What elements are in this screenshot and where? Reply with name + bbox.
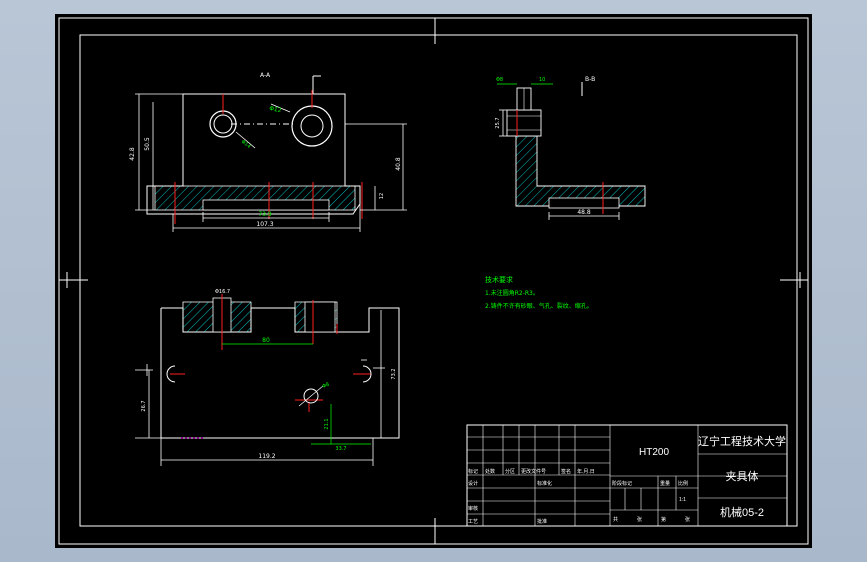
dim-hole-right: Φ12 — [269, 105, 283, 114]
dim-plan-top-d: Φ16.7 — [215, 289, 230, 295]
centering-marks — [59, 18, 808, 544]
dim-height-right: 40.8 — [395, 157, 402, 171]
front-hole-right — [291, 105, 333, 147]
tb-part-name: 夹具体 — [726, 469, 759, 483]
title-block: HT200 辽宁工程技术大学 夹具体 机械05-2 标记 处数 分区 更改文件号… — [466, 424, 788, 527]
dim-width-total: 107.3 — [256, 221, 273, 228]
tb-design-label: 设计 — [468, 480, 478, 487]
tb-row-label-2: 分区 — [505, 468, 515, 475]
tb-weight-label: 重量 — [660, 480, 670, 487]
tb-sheet-total: 共 — [613, 516, 618, 523]
dim-height-total: 42.8 — [129, 147, 136, 161]
dim-plan-right: 73.2 — [391, 368, 397, 379]
front-view-label: A-A — [260, 72, 271, 79]
tb-row-label-4: 签名 — [561, 468, 571, 475]
tb-sheet-word-2: 张 — [685, 516, 690, 523]
tb-scale-value: 1:1 — [679, 497, 686, 503]
side-view-label: B-B — [585, 76, 595, 83]
tb-sheet-word: 张 — [637, 516, 642, 523]
dim-hole-left: Φ14 — [240, 139, 252, 150]
dim-plan-hole: Φ8 — [322, 382, 331, 390]
tb-university: 辽宁工程技术大学 — [698, 434, 786, 448]
tb-approve-label: 批准 — [537, 518, 547, 525]
tb-row-label-3: 更改文件号 — [521, 468, 546, 475]
dim-plan-slot: 80 — [262, 337, 270, 344]
notes-line-2: 2.铸件不许有砂眼、气孔、裂纹、缩孔。 — [485, 302, 593, 310]
plan-view: Φ8 Φ16.7 80 21.1 33.7 26.7 73.2 119.2 — [135, 289, 400, 466]
tb-standard-label: 标准化 — [537, 480, 552, 487]
tb-stage-label: 阶段标记 — [612, 480, 632, 487]
tb-sheet-no: 第 — [661, 516, 666, 523]
dim-plan-left: 26.7 — [141, 400, 147, 411]
dim-side-top-e: 10 — [539, 77, 545, 83]
tb-row-label-1: 处数 — [485, 468, 495, 475]
dim-slot-width: 73.9 — [258, 211, 272, 218]
dim-plan-total: 119.2 — [258, 453, 275, 460]
notes-line-1: 1.未注圆角R2-R3。 — [485, 289, 539, 297]
dim-side-left: 25.7 — [495, 117, 501, 128]
dim-base-thk: 12 — [379, 193, 385, 199]
dim-side-bottom: 48.8 — [577, 209, 591, 216]
tb-material: HT200 — [639, 447, 669, 458]
front-view: A-A Φ12 Φ14 — [129, 72, 407, 232]
dim-plan-horiz: 33.7 — [335, 446, 346, 452]
tb-review-label: 审核 — [468, 505, 478, 512]
plan-hole — [303, 388, 319, 404]
tb-drawing-no: 机械05-2 — [720, 505, 764, 519]
dim-height-mid: 50.5 — [144, 137, 151, 151]
outer-frame — [58, 17, 809, 545]
notes-title: 技术要求 — [485, 275, 513, 284]
dim-plan-vert: 21.1 — [324, 418, 330, 429]
tb-process-label: 工艺 — [468, 519, 478, 525]
inner-frame — [79, 34, 798, 527]
dim-side-top-d: Φ8 — [496, 77, 503, 83]
tb-scale-label: 比例 — [678, 480, 688, 487]
tb-row-label-0: 标记 — [468, 468, 478, 475]
technical-notes: 技术要求 1.未注圆角R2-R3。 2.铸件不许有砂眼、气孔、裂纹、缩孔。 — [485, 275, 593, 310]
tb-row-label-5: 年.月.日 — [577, 468, 595, 475]
drawing-viewport[interactable]: A-A Φ12 Φ14 — [55, 14, 812, 548]
side-view: B-B Φ8 10 25.7 48.8 — [495, 76, 646, 220]
cad-drawing: A-A Φ12 Φ14 — [58, 17, 809, 545]
